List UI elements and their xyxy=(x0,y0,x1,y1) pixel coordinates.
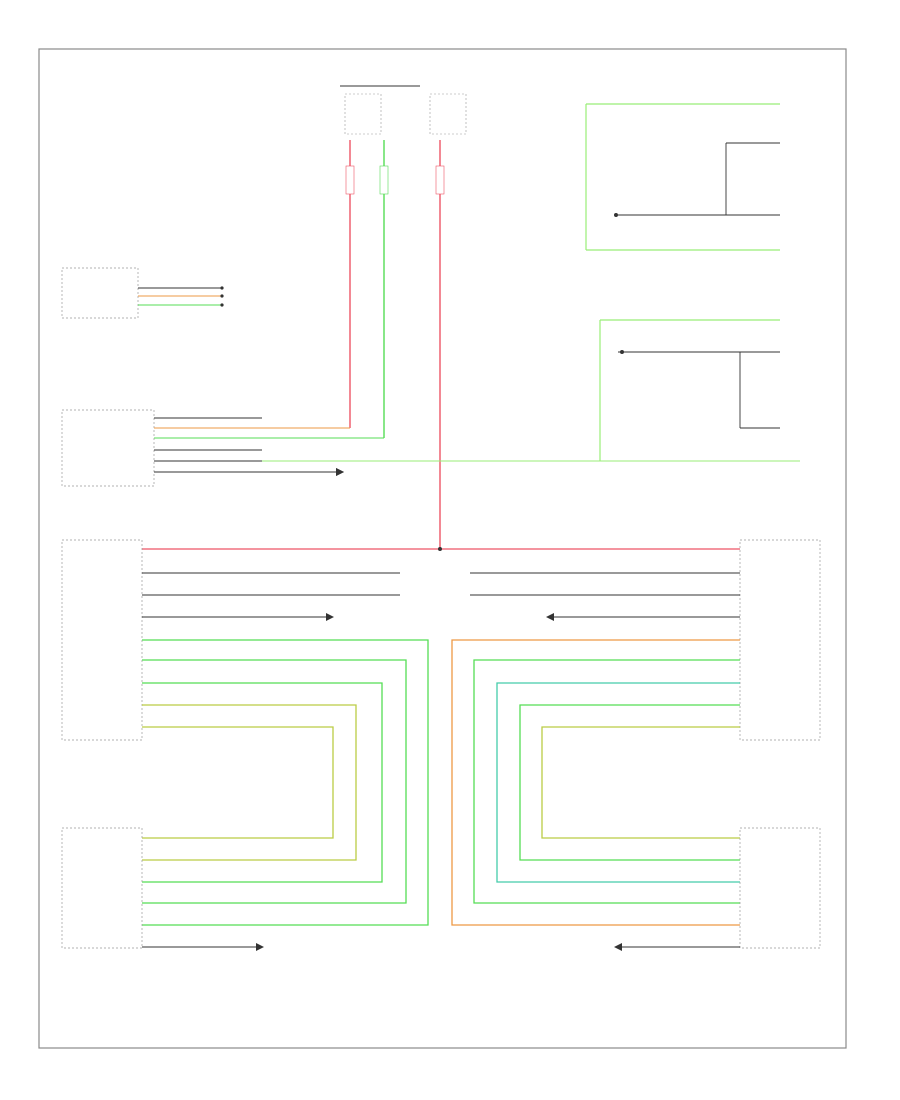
heated-seat-module xyxy=(61,409,800,487)
right-seat-switches xyxy=(585,103,780,461)
fuse-block-left xyxy=(344,93,382,135)
left-connector-rows xyxy=(61,539,429,926)
rr-seat-cushion xyxy=(614,827,821,951)
lr-seat-cushion xyxy=(61,827,264,951)
ground-symbols xyxy=(336,468,344,476)
power-bus xyxy=(142,547,740,551)
power-feeds xyxy=(340,85,467,549)
diagram-border xyxy=(38,48,847,1049)
cluster-component xyxy=(61,267,224,319)
fuse-block-right xyxy=(429,93,467,135)
right-connector-rows xyxy=(451,539,821,926)
